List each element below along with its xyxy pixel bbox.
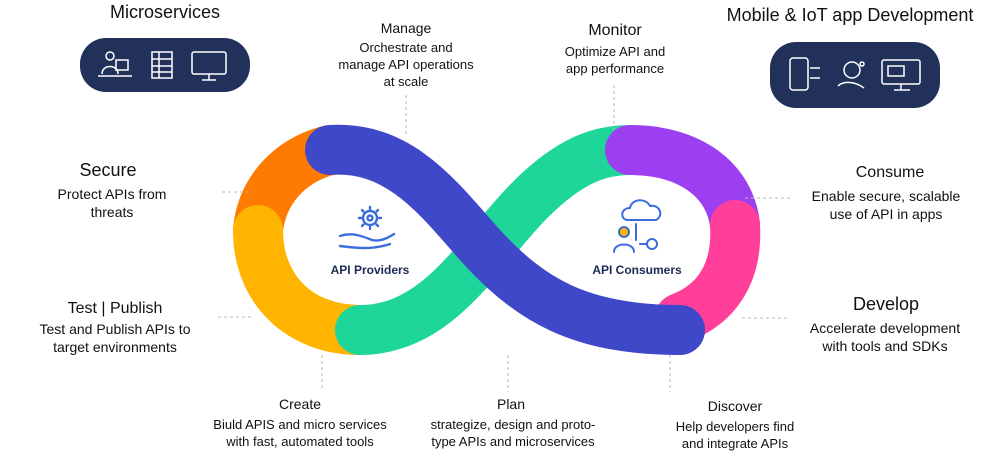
api-providers-label: API Providers bbox=[330, 263, 410, 277]
manage-desc: Orchestrate and manage API operations at… bbox=[338, 40, 474, 89]
discover-desc: Help developers find and integrate APIs bbox=[675, 419, 795, 451]
cloud-user-icon bbox=[613, 199, 662, 253]
mobile-iot-icon-pill bbox=[770, 42, 940, 108]
create-title: Create bbox=[278, 396, 322, 412]
create-desc: Biuld APIS and micro services with fast,… bbox=[213, 417, 387, 449]
mobile-sync-icon bbox=[789, 57, 820, 91]
discover-title: Discover bbox=[707, 398, 763, 414]
consume-desc: Enable secure, scalable use of API in ap… bbox=[811, 188, 961, 222]
plan-desc: strategize, design and proto- type APIs … bbox=[430, 417, 596, 449]
api-consumers-label: API Consumers bbox=[592, 263, 682, 277]
spreadsheet-icon bbox=[151, 51, 173, 79]
loop-segment-green bbox=[335, 125, 655, 355]
develop-title: Develop bbox=[852, 294, 920, 314]
microservices-title: Microservices bbox=[109, 2, 220, 22]
monitor-icon bbox=[191, 51, 227, 81]
monitor-title: Monitor bbox=[588, 22, 642, 39]
secure-title: Secure bbox=[79, 160, 137, 180]
loop-segment-blue bbox=[305, 124, 705, 355]
monitor-desc: Optimize API and app performance bbox=[564, 44, 666, 76]
mobile-iot-title: Mobile & IoT app Development bbox=[726, 5, 974, 25]
iot-hand-icon bbox=[837, 61, 865, 89]
secure-desc: Protect APIs from threats bbox=[57, 186, 167, 220]
consume-title: Consume bbox=[855, 164, 925, 181]
plan-title: Plan bbox=[496, 396, 526, 412]
desktop-app-icon bbox=[881, 59, 921, 91]
microservices-icon-pill bbox=[80, 38, 250, 92]
develop-desc: Accelerate development with tools and SD… bbox=[809, 320, 961, 354]
gear-hand-icon bbox=[338, 205, 396, 250]
test-publish-title: Test | Publish bbox=[67, 300, 163, 317]
test-publish-desc: Test and Publish APIs to target environm… bbox=[39, 321, 191, 355]
manage-title: Manage bbox=[380, 20, 432, 36]
desk-worker-icon bbox=[98, 51, 132, 77]
